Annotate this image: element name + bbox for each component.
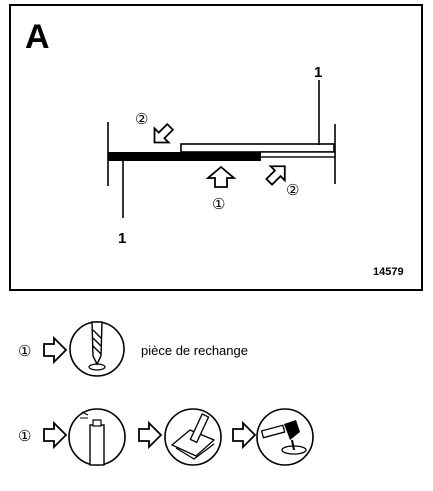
diagonal-arrow-icon-left [153, 122, 175, 144]
part-label-bottom: 1 [118, 230, 126, 247]
legend-step-marker-1: ① [18, 343, 31, 360]
arrow-right-icon [43, 420, 68, 450]
reference-number: 14579 [373, 266, 404, 278]
outer-panel [180, 143, 335, 153]
legend-row-procedure: ① [18, 408, 314, 466]
hammer-punch-icon [256, 408, 314, 466]
panel-label: A [25, 18, 50, 56]
arrow-right-icon [232, 420, 257, 450]
repair-diagram: A 1 1 ② ① ② 14579 [25, 18, 404, 278]
part-label-top: 1 [314, 64, 322, 81]
step-marker-2-left: ② [135, 111, 148, 128]
replacement-part [108, 152, 261, 161]
spare-part-caption: pièce de rechange [141, 343, 248, 358]
inner-panel-end [259, 151, 336, 158]
step-marker-2-right: ② [286, 182, 299, 199]
diagonal-arrow-icon-right [265, 165, 286, 186]
spray-can-icon [68, 408, 126, 466]
figure-frame [9, 4, 423, 291]
legend-row-spare-part: ① [18, 321, 125, 377]
step-marker-1: ① [212, 196, 225, 213]
arrow-right-icon [138, 420, 163, 450]
spreading-tool-icon [164, 408, 222, 466]
drill-bit-icon [69, 321, 125, 377]
arrow-right-icon [43, 335, 68, 365]
up-arrow-icon [205, 165, 237, 188]
legend-step-marker-1-row2: ① [18, 428, 31, 445]
